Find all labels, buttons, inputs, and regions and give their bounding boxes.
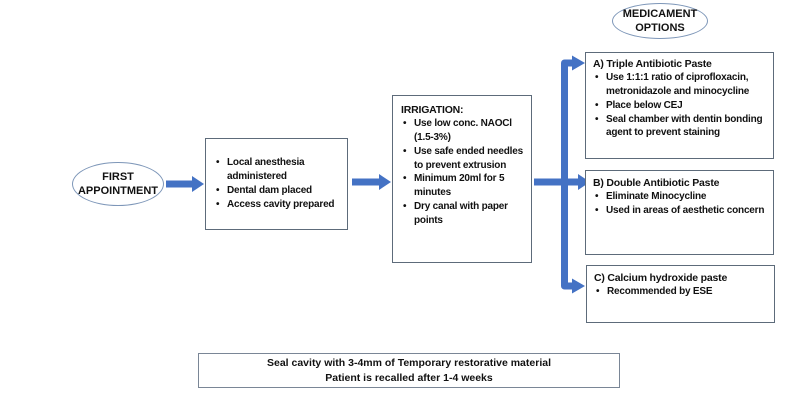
option-b-box: B) Double Antibiotic Paste Eliminate Min… [585,170,774,255]
preparation-bullet-list: Local anesthesia administered Dental dam… [214,156,343,211]
preparation-bullet: Access cavity prepared [214,198,343,212]
preparation-box: Local anesthesia administered Dental dam… [205,138,348,230]
option-b-bullet: Eliminate Minocycline [593,190,770,204]
option-c-bullet-list: Recommended by ESE [594,285,771,299]
arrowhead-to-option-a [572,55,585,71]
irrigation-box: IRRIGATION: Use low conc. NAOCl (1.5-3%)… [392,95,532,263]
irrigation-bullet-list: Use low conc. NAOCl (1.5-3%) Use safe en… [401,117,528,227]
medicament-options-label-line1: MEDICAMENT [622,7,698,20]
option-a-bullet-list: Use 1:1:1 ratio of ciprofloxacin, metron… [593,71,770,140]
irrigation-bullet: Use low conc. NAOCl (1.5-3%) [401,117,528,145]
seal-recall-line1: Seal cavity with 3-4mm of Temporary rest… [266,357,551,370]
first-appointment-label-line1: FIRST [102,170,134,183]
medicament-options-label-line2: OPTIONS [635,22,685,34]
option-a-bullet: Place below CEJ [593,99,770,113]
arrow-first-to-prep [166,176,204,192]
option-c-box: C) Calcium hydroxide paste Recommended b… [586,265,775,323]
first-appointment-label-line2: APPOINTMENT [77,185,159,197]
option-b-bullet: Used in areas of aesthetic concern [593,204,770,218]
seal-recall-line2: Patient is recalled after 1-4 weeks [325,371,493,384]
first-appointment-oval: FIRST APPOINTMENT [72,162,164,206]
arrow-irrigation-to-option-b [534,174,590,190]
option-a-box: A) Triple Antibiotic Paste Use 1:1:1 rat… [585,52,774,159]
arrow-prep-to-irrigation [352,174,391,190]
option-c-bullet: Recommended by ESE [594,285,771,299]
irrigation-title: IRRIGATION: [401,104,464,116]
preparation-bullet: Local anesthesia administered [214,156,343,184]
irrigation-bullet: Use safe ended needles to prevent extrus… [401,145,528,173]
option-c-title: C) Calcium hydroxide paste [594,272,728,284]
option-b-title: B) Double Antibiotic Paste [593,177,720,189]
seal-recall-box: Seal cavity with 3-4mm of Temporary rest… [198,353,620,388]
option-a-bullet: Use 1:1:1 ratio of ciprofloxacin, metron… [593,71,770,99]
option-a-bullet: Seal chamber with dentin bonding agent t… [593,113,770,141]
irrigation-bullet: Dry canal with paper points [401,200,528,228]
preparation-bullet: Dental dam placed [214,184,343,198]
irrigation-bullet: Minimum 20ml for 5 minutes [401,172,528,200]
branch-connector [561,55,585,294]
option-a-title: A) Triple Antibiotic Paste [593,58,712,70]
medicament-options-oval: MEDICAMENT OPTIONS [612,3,708,39]
option-b-bullet-list: Eliminate Minocycline Used in areas of a… [593,190,770,218]
arrowhead-to-option-c [572,278,585,294]
